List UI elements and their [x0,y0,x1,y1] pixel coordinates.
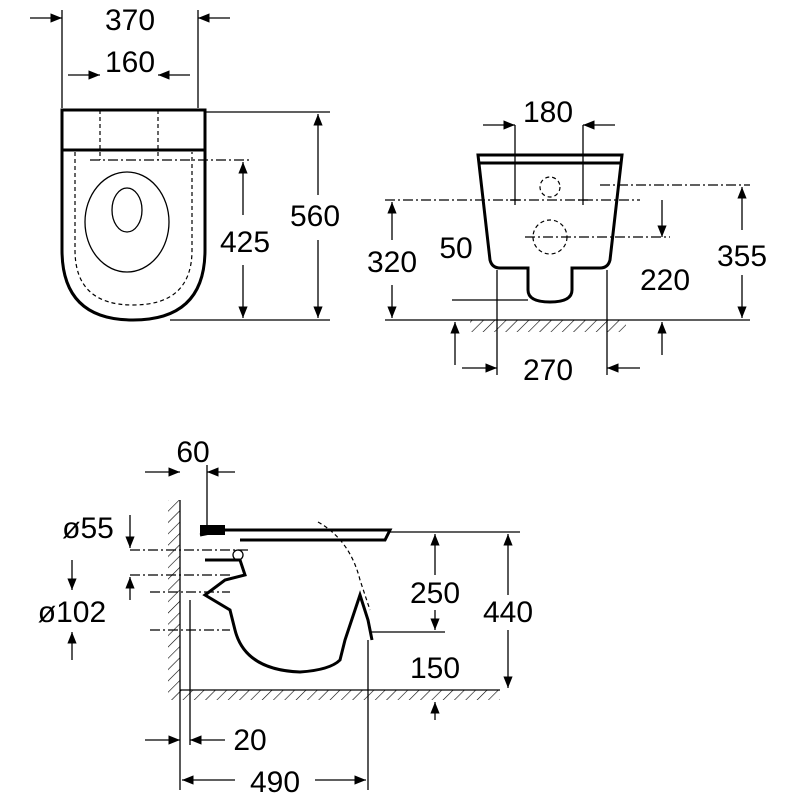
dim-side-top-height: 440 [483,596,533,629]
dim-side-inlet-offset: 60 [176,436,209,469]
dim-top-fixing-spacing: 160 [105,46,155,79]
toilet-side-outline [199,528,393,674]
dim-rear-width: 270 [523,354,573,387]
dim-side-waste-height: 250 [410,577,460,610]
toilet-rear-outline [476,153,624,304]
dim-side-wall-gap: 20 [233,724,266,757]
dim-rear-fixing-height: 320 [367,246,417,279]
floor-hatch [470,320,626,332]
wall-hatch [168,500,180,700]
seat-outline [74,152,193,306]
dim-side-outlet-diameter: ø102 [38,596,106,629]
side-view: 60 ø55 ø102 250 440 150 20 490 [38,436,533,799]
seat-opening [84,171,170,273]
dim-side-bottom-height: 150 [410,652,460,685]
dim-rear-fixing-spacing: 180 [523,96,573,129]
dim-top-fixing-to-front: 425 [220,226,270,259]
dim-rear-top-height: 355 [717,240,767,273]
dim-top-width: 370 [105,4,155,37]
rear-view: 180 320 50 220 355 270 [367,96,767,387]
dim-side-inlet-diameter: ø55 [62,512,114,545]
dim-top-length: 560 [290,200,340,233]
toilet-top-outline [60,108,207,322]
dim-rear-waste-offset: 50 [439,232,472,265]
dim-side-projection: 490 [250,766,300,799]
top-view: 370 160 425 560 [30,4,340,322]
floor-hatch-side [180,690,500,700]
bowl-outlet [111,187,143,233]
dim-rear-waste-height: 220 [640,264,690,297]
